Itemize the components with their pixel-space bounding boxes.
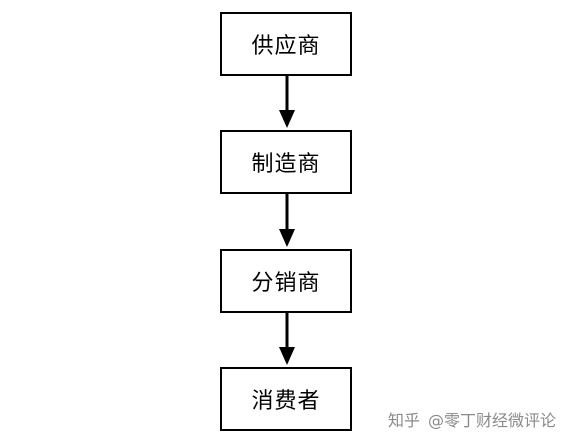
- node-distributor-label: 分销商: [251, 271, 321, 296]
- node-consumer-label: 消费者: [251, 389, 321, 414]
- watermark-author: @零丁财经微评论: [428, 411, 557, 430]
- node-distributor: 分销商: [220, 249, 352, 313]
- watermark: 知乎 @零丁财经微评论: [388, 407, 556, 431]
- arrow-distributor-to-consumer: [279, 313, 295, 365]
- node-supplier: 供应商: [220, 12, 352, 76]
- node-consumer: 消费者: [220, 367, 352, 431]
- arrow-manufacturer-to-distributor: [279, 194, 295, 247]
- node-supplier-label: 供应商: [251, 34, 321, 59]
- watermark-platform: 知乎: [388, 411, 421, 430]
- node-manufacturer-label: 制造商: [251, 152, 321, 177]
- node-manufacturer: 制造商: [220, 130, 352, 194]
- arrow-supplier-to-manufacturer: [279, 76, 295, 128]
